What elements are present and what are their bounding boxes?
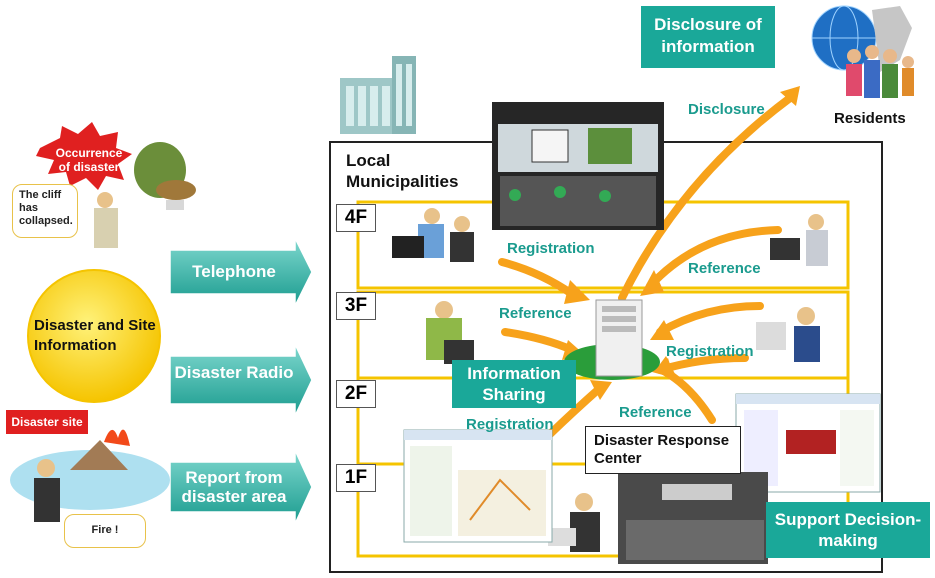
registration-3f-label: Registration bbox=[666, 343, 754, 360]
reference-3f-label: Reference bbox=[499, 305, 572, 322]
building-title: Local Municipalities bbox=[346, 151, 459, 191]
residents-graphic bbox=[846, 45, 914, 98]
occurrence-label: Occurrence of disaster bbox=[55, 146, 123, 174]
disclosure-info-box: Disclosure of information bbox=[641, 6, 775, 68]
telephone-label: Telephone bbox=[192, 262, 276, 281]
control-room-photo bbox=[492, 102, 664, 230]
response-center-photo bbox=[618, 472, 768, 564]
reference-4f-label: Reference bbox=[688, 260, 761, 277]
floor-3f: 3F bbox=[336, 292, 376, 320]
cliff-rubble bbox=[134, 142, 196, 210]
registration-1f-label: Registration bbox=[466, 416, 554, 433]
info-sharing-box: Information Sharing bbox=[452, 360, 576, 408]
report-label: Report from disaster area bbox=[181, 468, 287, 506]
disclosure-label: Disclosure bbox=[688, 101, 765, 118]
residents-label: Residents bbox=[834, 110, 906, 127]
telephone-arrow bbox=[169, 237, 313, 307]
cliff-speech-bubble: The cliff has collapsed. bbox=[12, 184, 78, 238]
info-circle bbox=[27, 269, 161, 403]
fire-speech-bubble: Fire ! bbox=[64, 514, 146, 548]
server-graphic bbox=[564, 299, 660, 380]
reference-2f-label: Reference bbox=[619, 404, 692, 421]
radio-label: Disaster Radio bbox=[174, 363, 294, 382]
office-building-graphic bbox=[340, 56, 416, 134]
disaster-site-tag: Disaster site bbox=[6, 410, 88, 434]
floor-4f: 4F bbox=[336, 204, 376, 232]
radio-arrow bbox=[169, 343, 313, 417]
registration-4f-label: Registration bbox=[507, 240, 595, 257]
report-arrow bbox=[169, 449, 313, 525]
globe-graphic bbox=[811, 5, 912, 72]
response-center-box: Disaster Response Center bbox=[585, 426, 741, 474]
channel-arrows bbox=[169, 237, 313, 525]
explosion-badge bbox=[36, 122, 132, 190]
decision-box: Support Decision-making bbox=[766, 502, 930, 558]
floor-2f: 2F bbox=[336, 380, 376, 408]
person-figures bbox=[34, 192, 828, 552]
floor-1f: 1F bbox=[336, 464, 376, 492]
circle-label: Disaster and Site Information bbox=[34, 317, 156, 354]
